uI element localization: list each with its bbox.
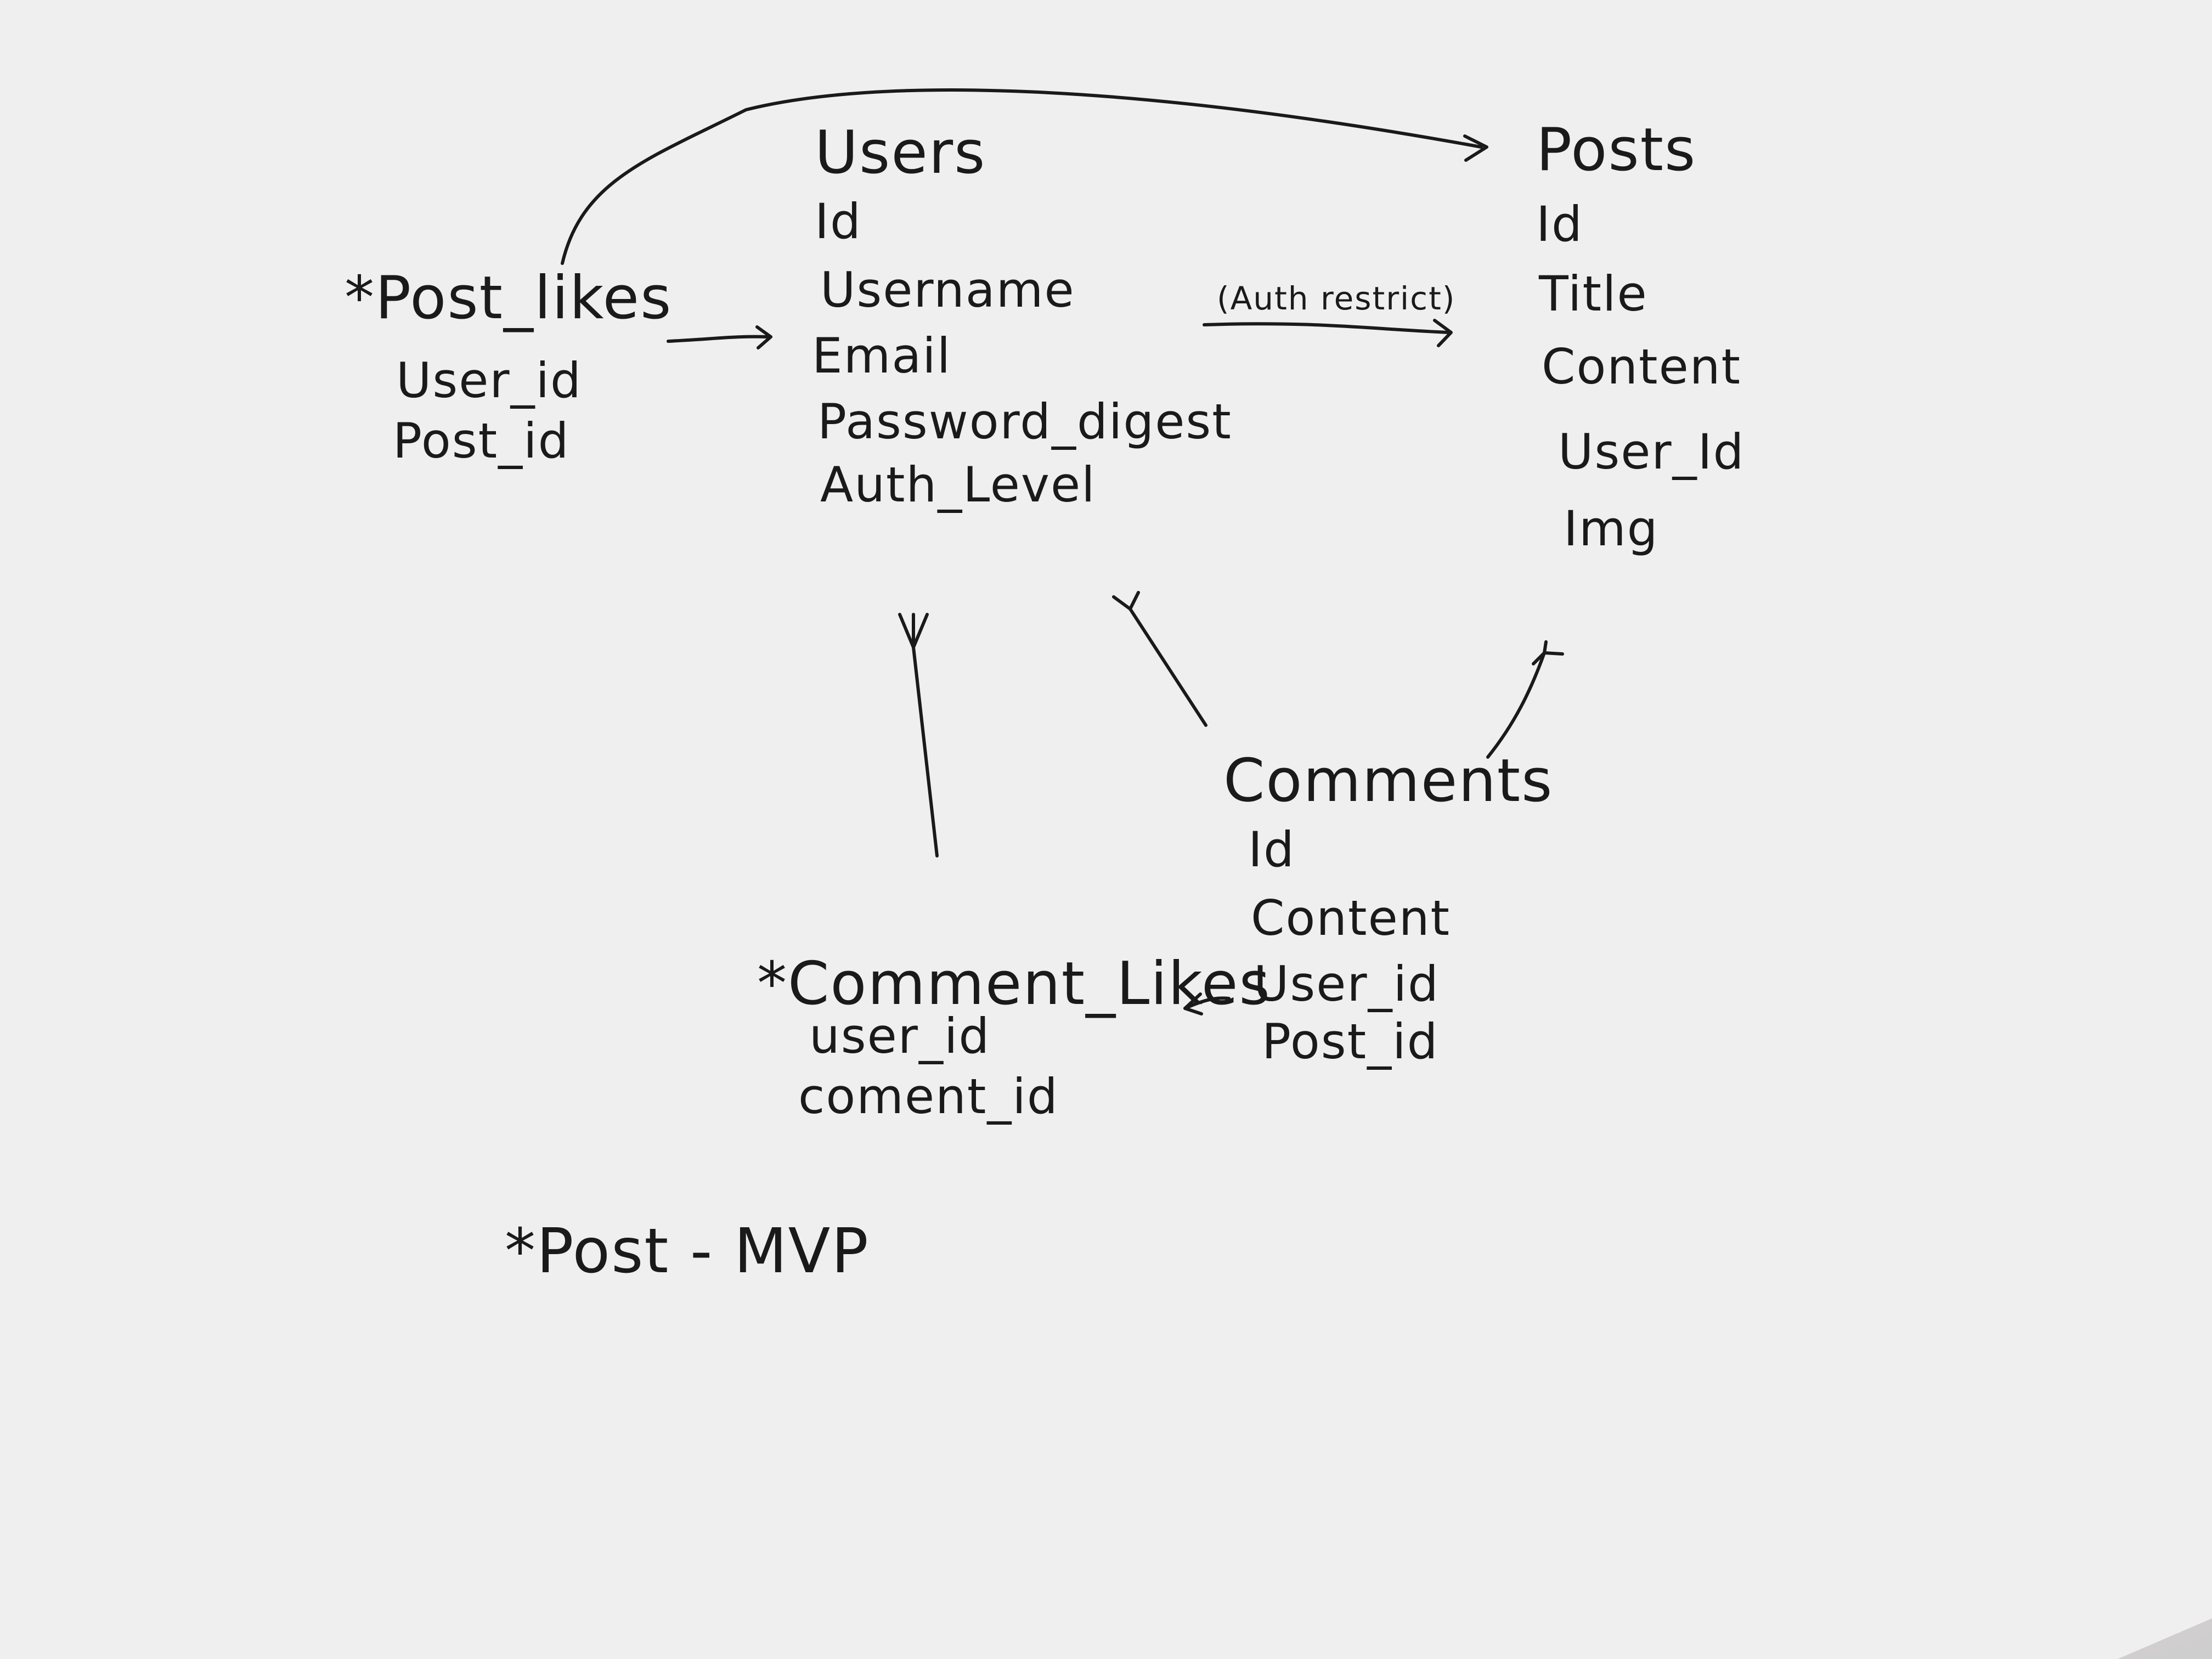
post-likes-to-users-line (667, 335, 770, 343)
posts-title: Posts (1536, 116, 1697, 184)
comments-field-content: Content (1251, 890, 1451, 946)
posts-field-content: Content (1542, 338, 1741, 395)
comment-likes-to-users-line (912, 646, 939, 857)
users-field-auth-level: Auth_Level (820, 456, 1096, 513)
crow-foot-posts-arc (1463, 134, 1488, 162)
comments-to-posts-line (1486, 651, 1546, 759)
users-to-posts-line (1203, 322, 1450, 334)
crow-foot-comments-users (1112, 591, 1140, 611)
auth-restrict-note: (Auth restrict) (1217, 280, 1456, 317)
crow-foot-comment-likes-users (898, 613, 929, 649)
comments-field-user-id: User_id (1254, 956, 1440, 1012)
comment-likes-field-user-id: user_id (809, 1008, 991, 1064)
comments-field-id: Id (1248, 821, 1295, 878)
users-field-password-digest: Password_digest (817, 393, 1232, 450)
comments-field-post-id: Post_id (1262, 1013, 1439, 1070)
post-likes-field-post-id: Post_id (393, 413, 570, 469)
post-likes-to-posts-line (561, 88, 1483, 265)
crow-foot-post-likes (755, 325, 772, 349)
post-mvp-note: *Post - MVP (505, 1216, 870, 1287)
users-field-email: Email (812, 328, 952, 384)
users-title: Users (815, 119, 986, 187)
users-field-username: Username (820, 262, 1075, 318)
posts-field-id: Id (1536, 196, 1583, 252)
post-likes-field-user-id: User_id (396, 352, 582, 409)
crow-foot-comments-comment-likes (1183, 992, 1203, 1015)
posts-field-title: Title (1539, 266, 1648, 322)
comments-title: Comments (1223, 747, 1554, 815)
comments-to-users-line (1128, 607, 1207, 727)
posts-field-img: Img (1564, 500, 1659, 557)
crow-foot-users-posts (1433, 319, 1453, 347)
users-field-id: Id (815, 193, 862, 250)
posts-field-user-id: User_Id (1558, 424, 1745, 480)
crow-foot-comments-posts (1532, 640, 1564, 665)
post-likes-title: *Post_likes (345, 264, 673, 332)
comments-to-comment-likes-line (1183, 996, 1231, 1010)
comment-likes-title: *Comment_Likes (757, 950, 1271, 1018)
comment-likes-field-coment-id: coment_id (798, 1068, 1059, 1125)
